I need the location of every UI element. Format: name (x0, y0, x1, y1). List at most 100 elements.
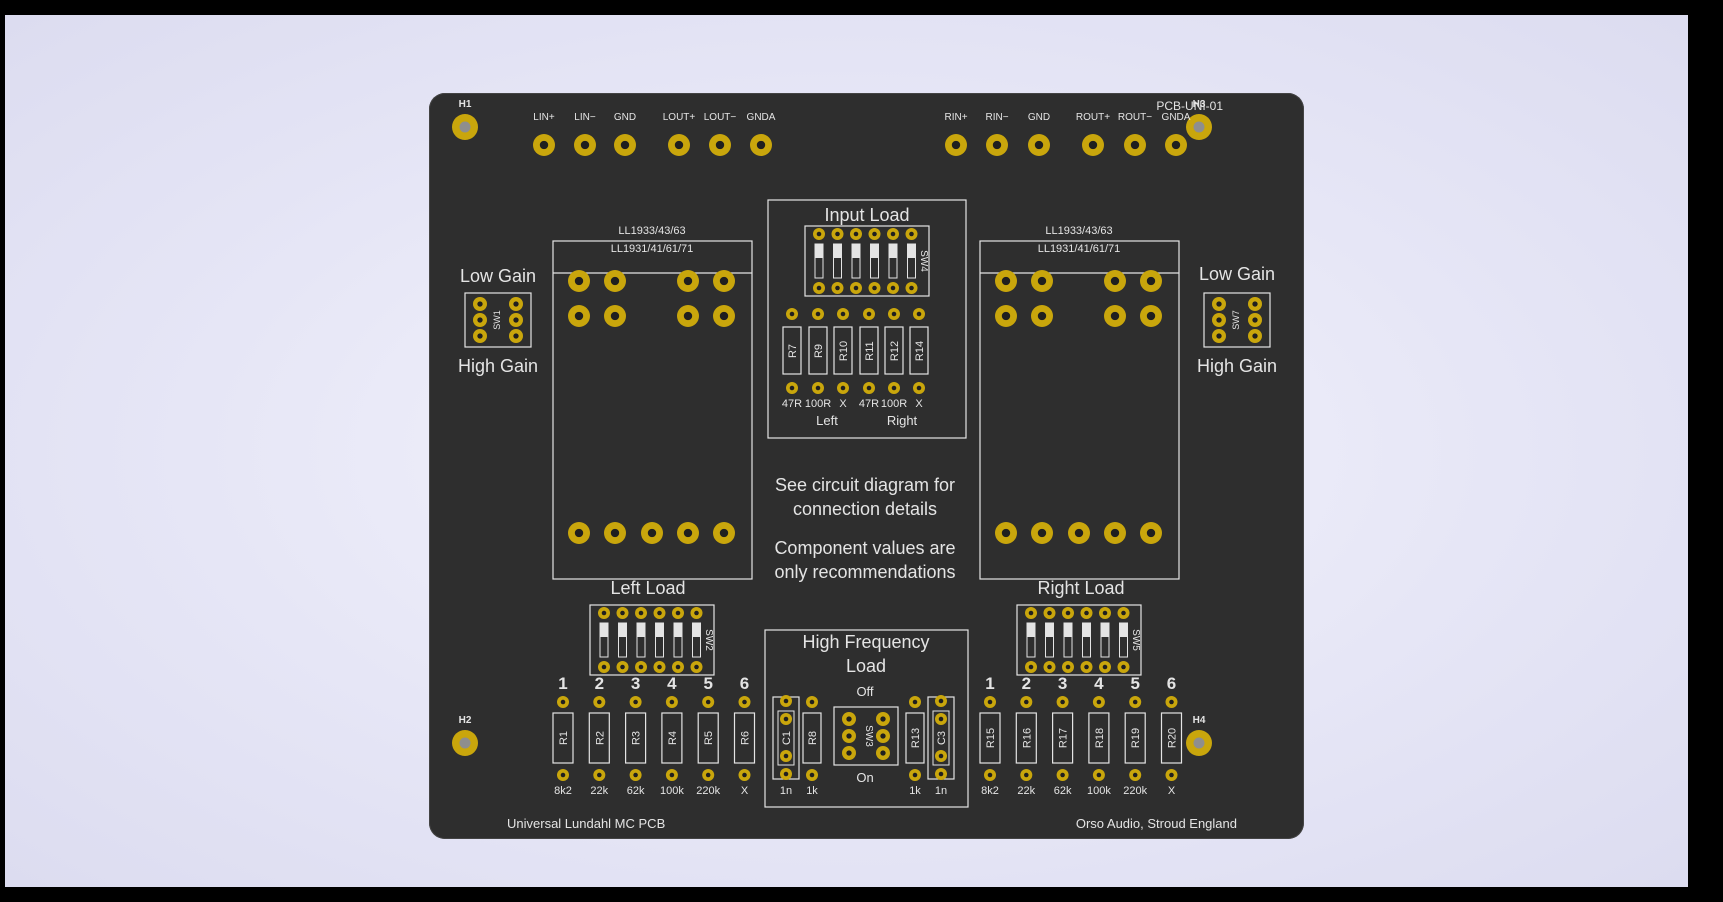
left_load-resistor-body-3 (661, 712, 683, 764)
input-load-switch-outline (804, 225, 930, 297)
hf-load-res-pin-top-2-drill (912, 699, 918, 705)
transformer-pin-right-c1-drill (1037, 528, 1047, 538)
hf-load-switch-outline (833, 706, 899, 766)
left_load-switch-pin-bottom-5-drill (694, 664, 699, 670)
right_load-resistor-body-4 (1124, 712, 1146, 764)
transformer-pin-left-c4-drill (719, 528, 729, 538)
hf-load-part-ref-3: C3 (936, 731, 948, 745)
hf-load-switch-pin-3-drill (880, 716, 886, 722)
left_load-switch-pin-bottom-4-drill (675, 664, 681, 670)
gain-switch-outline-left (464, 292, 532, 348)
left_load-position-3: 4 (667, 674, 677, 693)
low-gain-label-left: Low Gain (460, 266, 536, 286)
transformer-pin-right-b1-drill (1037, 311, 1047, 321)
right_load-res-pin-top-0-drill (987, 699, 993, 705)
left_load-value-1: 22k (590, 785, 608, 797)
left_load-resistor-ref-4: R5 (703, 731, 715, 745)
left_load-resistor-body-2 (625, 712, 647, 764)
input-load-switch-pin-bottom-5-drill (909, 285, 914, 291)
right_load-switch-pin-top-5-drill (1121, 610, 1126, 616)
gain-switch-pin-left-1-drill (477, 317, 483, 323)
hf-load-res-pin-bottom-1-drill (809, 772, 815, 778)
input-load-title: Input Load (824, 205, 909, 225)
input-load-resistor-ref-2: R10 (838, 341, 850, 361)
input-load-right-label: Right (887, 413, 918, 428)
left_load-resistor-body-5 (733, 712, 756, 764)
left_load-switch-pin-bottom-2-drill (638, 664, 644, 670)
right_load-res-pin-top-3-drill (1096, 699, 1102, 705)
input-load-switch-lever-knob-0 (815, 244, 823, 258)
connector-pad-left-2-drill (580, 140, 590, 150)
left_load-resistor-body-0 (552, 712, 574, 764)
left_load-res-pin-top-3-drill (669, 699, 675, 705)
connector-pad-left-6-drill (756, 140, 766, 150)
hf-load-part-ref-1: R8 (807, 731, 819, 745)
note-line-4: only recommendations (774, 562, 955, 582)
transformer-pin-left-c2-drill (647, 528, 657, 538)
left_load-switch-pin-bottom-3-drill (657, 664, 662, 670)
pads-layer (452, 114, 1262, 781)
mounting-hole-4-drill (1193, 737, 1205, 749)
hf-load-cap-body-3 (932, 710, 950, 766)
left_load-value-3: 100k (660, 785, 684, 797)
connector-pad-left-1-drill (539, 140, 549, 150)
right_load-value-3: 100k (1087, 785, 1111, 797)
connector-label-right-2: RIN− (985, 112, 1008, 123)
right_load-switch-pin-top-2-drill (1065, 610, 1071, 616)
right_load-switch-label: SW5 (1130, 629, 1141, 651)
connector-label-right-5: ROUT− (1118, 112, 1152, 123)
input-load-res-pin-bottom-4-drill (891, 385, 897, 391)
hf-load-on-label: On (856, 770, 873, 785)
input-load-switch-lever-knob-5 (907, 244, 916, 258)
left_load-res-pin-bottom-2-drill (633, 772, 638, 778)
hf-load-cap-pin-3-c-drill (938, 753, 944, 759)
hf-load-title-1: High Frequency (802, 632, 929, 652)
left_load-position-5: 6 (740, 674, 749, 693)
hf-load-res-pin-top-1-drill (809, 699, 815, 705)
right_load-switch-pin-top-0-drill (1028, 610, 1034, 616)
input-load-res-pin-top-5-drill (916, 311, 922, 317)
transformer-pin-right-c3-drill (1110, 528, 1120, 538)
right_load-res-pin-bottom-1-drill (1024, 772, 1029, 778)
right_load-res-pin-top-5-drill (1169, 699, 1174, 705)
left_load-position-0: 1 (558, 674, 567, 693)
right_load-resistor-body-0 (979, 712, 1001, 764)
hf-load-off-label: Off (856, 684, 873, 699)
connector-label-left-6: GNDA (747, 112, 776, 123)
right_load-res-pin-top-2-drill (1060, 699, 1065, 705)
right_load-resistor-ref-4: R19 (1130, 728, 1142, 748)
left_load-position-2: 3 (631, 674, 640, 693)
left_load-switch-lever-knob-2 (637, 623, 645, 637)
input-load-switch-pin-bottom-2-drill (853, 285, 859, 291)
gain-switch-pin-left-5-drill (513, 333, 519, 339)
connector-pad-left-4-drill (674, 140, 684, 150)
transformer-outline-right (979, 240, 1180, 580)
mounting-hole-1-drill (459, 121, 471, 133)
hf-load-cap-pin-0-d-drill (783, 771, 789, 777)
right_load-value-4: 220k (1123, 785, 1147, 797)
left_load-resistor-ref-0: R1 (558, 731, 570, 745)
input-load-switch-lever-knob-3 (870, 244, 879, 258)
transformer-label-2-right: LL1931/41/61/71 (1038, 243, 1121, 255)
input-load-res-pin-bottom-0-drill (789, 385, 795, 391)
input-load-res-pin-top-1-drill (815, 311, 821, 317)
transformer-pin-left-c3-drill (683, 528, 693, 538)
right_load-position-4: 5 (1130, 674, 1139, 693)
right_load-position-1: 2 (1022, 674, 1031, 693)
hf-load-res-body-1 (802, 712, 822, 764)
connector-label-right-3: GND (1028, 112, 1050, 123)
hf-load-part-value-2: 1k (909, 785, 921, 797)
input-load-value-0: 47R (782, 398, 802, 410)
left_load-res-pin-bottom-4-drill (705, 772, 711, 778)
hf-load-cap-pin-0-a-drill (783, 698, 789, 704)
right_load-resistor-body-5 (1160, 712, 1183, 764)
left_load-switch-pin-top-3-drill (657, 610, 662, 616)
connector-label-left-3: GND (614, 112, 636, 123)
input-load-res-pin-top-3-drill (866, 311, 872, 317)
gain-switch-label-right: SW7 (1231, 310, 1241, 330)
right_load-switch-lever-knob-0 (1027, 623, 1035, 637)
hf-load-part-value-3: 1n (935, 785, 947, 797)
transformer-pin-left-c0-drill (574, 528, 584, 538)
